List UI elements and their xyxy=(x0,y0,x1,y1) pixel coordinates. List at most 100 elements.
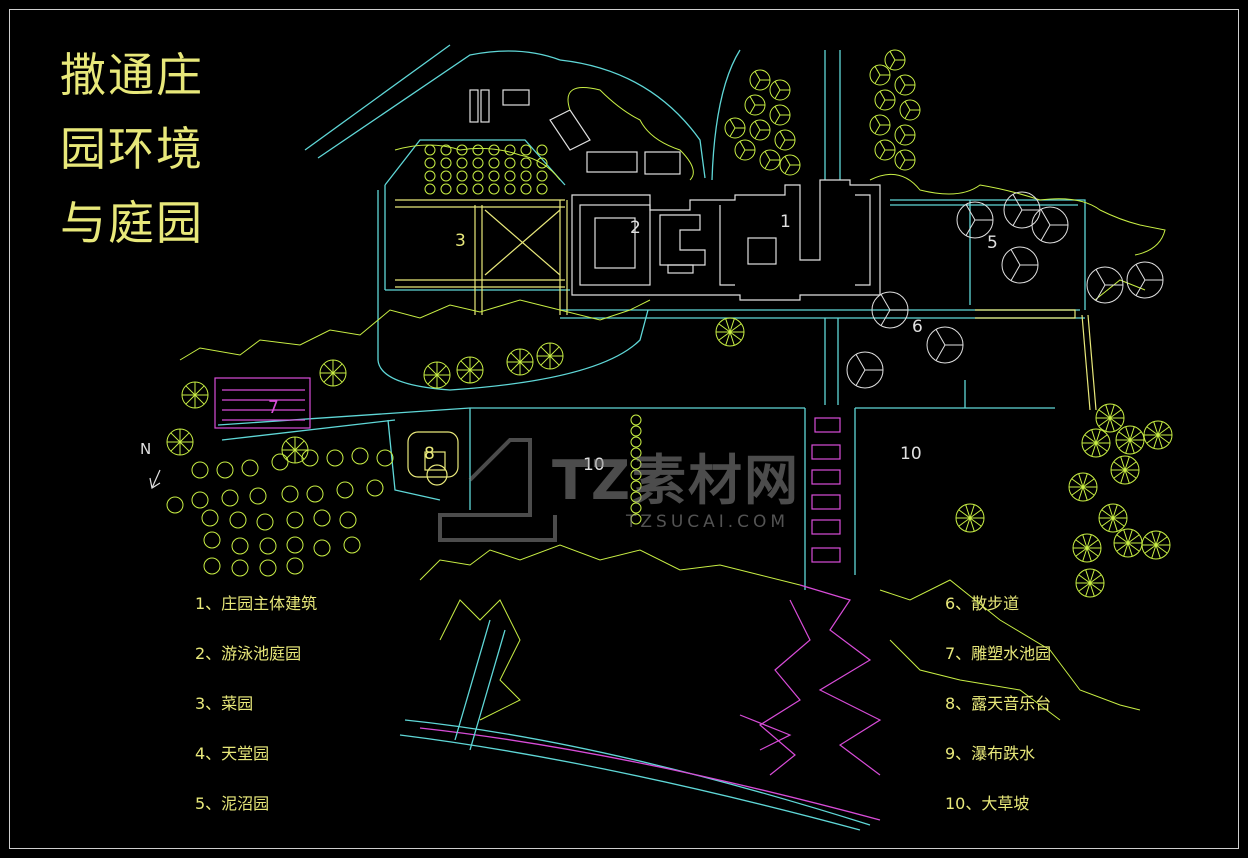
legend-item-2: 2、游泳池庭园 xyxy=(195,644,302,663)
tree-symbol xyxy=(630,414,642,426)
tree-symbol xyxy=(259,537,277,555)
tree-symbol xyxy=(286,536,304,554)
tree-symbol xyxy=(201,509,219,527)
vegetable-garden-grid xyxy=(395,199,1097,486)
tree-symbol xyxy=(229,511,247,529)
tree-symbol xyxy=(440,157,452,169)
tree-symbol xyxy=(440,144,452,156)
map-label-bog-garden: 5 xyxy=(987,233,998,253)
tree-symbol xyxy=(456,170,468,182)
legend-item-10: 10、大草坡 xyxy=(945,794,1030,813)
tree-symbol xyxy=(536,170,548,182)
tree-symbol xyxy=(313,509,331,527)
map-label-pool-garden: 2 xyxy=(630,218,641,238)
tree-symbol xyxy=(249,487,267,505)
watermark-text: TZ素材网 xyxy=(552,449,800,512)
map-label-lawn-west: 10 xyxy=(583,455,605,475)
tree-symbol xyxy=(472,157,484,169)
tree-symbol xyxy=(351,447,369,465)
tree-symbol xyxy=(456,144,468,156)
legend-item-5: 5、泥沼园 xyxy=(195,794,270,813)
tree-symbol xyxy=(203,531,221,549)
drawing-title-line-1: 撒通庄 xyxy=(60,48,204,102)
tree-symbol xyxy=(231,559,249,577)
tree-symbol xyxy=(203,557,221,575)
tree-symbol xyxy=(456,183,468,195)
legend-item-6: 6、散步道 xyxy=(945,594,1020,613)
north-label: N xyxy=(140,440,152,458)
legend-item-8: 8、露天音乐台 xyxy=(945,694,1052,713)
map-label-promenade: 6 xyxy=(912,317,923,337)
tree-symbol xyxy=(259,559,277,577)
roads-and-paths xyxy=(217,44,1086,831)
tree-symbol xyxy=(504,170,516,182)
tree-symbol xyxy=(301,449,319,467)
tree-symbol xyxy=(336,481,354,499)
tree-symbol xyxy=(456,157,468,169)
tree-symbol xyxy=(191,491,209,509)
tree-symbol xyxy=(536,157,548,169)
tree-symbol xyxy=(241,459,259,477)
tree-symbol xyxy=(630,491,642,503)
tree-symbol xyxy=(488,157,500,169)
legend-item-4: 4、天堂园 xyxy=(195,744,270,763)
legend-item-7: 7、雕塑水池园 xyxy=(945,644,1052,663)
tree-symbol xyxy=(504,144,516,156)
drawing-title-line-3: 与庭园 xyxy=(60,196,204,250)
tree-symbol xyxy=(504,157,516,169)
tree-symbol xyxy=(630,447,642,459)
tree-symbol xyxy=(326,449,344,467)
tree-symbol xyxy=(286,511,304,529)
tree-symbol xyxy=(271,453,289,471)
tree-symbol xyxy=(339,511,357,529)
water-features xyxy=(214,377,882,776)
tree-symbol xyxy=(216,461,234,479)
tree-symbol xyxy=(472,183,484,195)
tree-symbol xyxy=(366,479,384,497)
legend-item-3: 3、菜园 xyxy=(195,694,254,713)
north-arrow-icon xyxy=(149,469,161,489)
tree-symbol xyxy=(630,469,642,481)
tree-symbol xyxy=(424,157,436,169)
tree-symbol xyxy=(231,537,249,555)
large-tree-symbols xyxy=(846,191,1164,389)
watermark-logo-icon xyxy=(438,438,557,542)
watermark-url: TZSUCAI.COM xyxy=(626,512,790,532)
map-label-sculpture-pond: 7 xyxy=(268,398,279,418)
tree-symbol xyxy=(286,557,304,575)
tree-symbol xyxy=(440,170,452,182)
tree-symbol xyxy=(520,157,532,169)
tree-symbol xyxy=(191,461,209,479)
tree-symbol xyxy=(313,539,331,557)
tree-symbol xyxy=(504,183,516,195)
tree-symbol xyxy=(630,425,642,437)
tree-symbol xyxy=(630,458,642,470)
tree-symbol xyxy=(472,170,484,182)
map-label-main-building: 1 xyxy=(780,212,791,232)
legend-item-9: 9、瀑布跌水 xyxy=(945,744,1036,763)
vegetation xyxy=(179,87,1166,721)
drawing-frame xyxy=(9,9,1239,849)
tree-symbol xyxy=(488,144,500,156)
tree-symbol xyxy=(520,144,532,156)
tree-symbol xyxy=(630,502,642,514)
legend-item-1: 1、庄园主体建筑 xyxy=(195,594,318,613)
tree-symbol xyxy=(630,480,642,492)
tree-symbol xyxy=(630,436,642,448)
tree-symbol xyxy=(281,485,299,503)
map-label-bandstand: 8 xyxy=(424,444,435,464)
map-label-vegetable-garden: 3 xyxy=(455,231,466,251)
tree-symbol xyxy=(424,183,436,195)
tree-symbol xyxy=(256,513,274,531)
tree-symbol xyxy=(306,485,324,503)
tree-symbol xyxy=(424,144,436,156)
tree-symbol xyxy=(536,183,548,195)
tree-symbol xyxy=(536,144,548,156)
tree-symbol xyxy=(520,183,532,195)
tree-symbol xyxy=(424,170,436,182)
tree-symbol xyxy=(488,183,500,195)
tree-symbol xyxy=(221,489,239,507)
tree-symbol xyxy=(343,536,361,554)
